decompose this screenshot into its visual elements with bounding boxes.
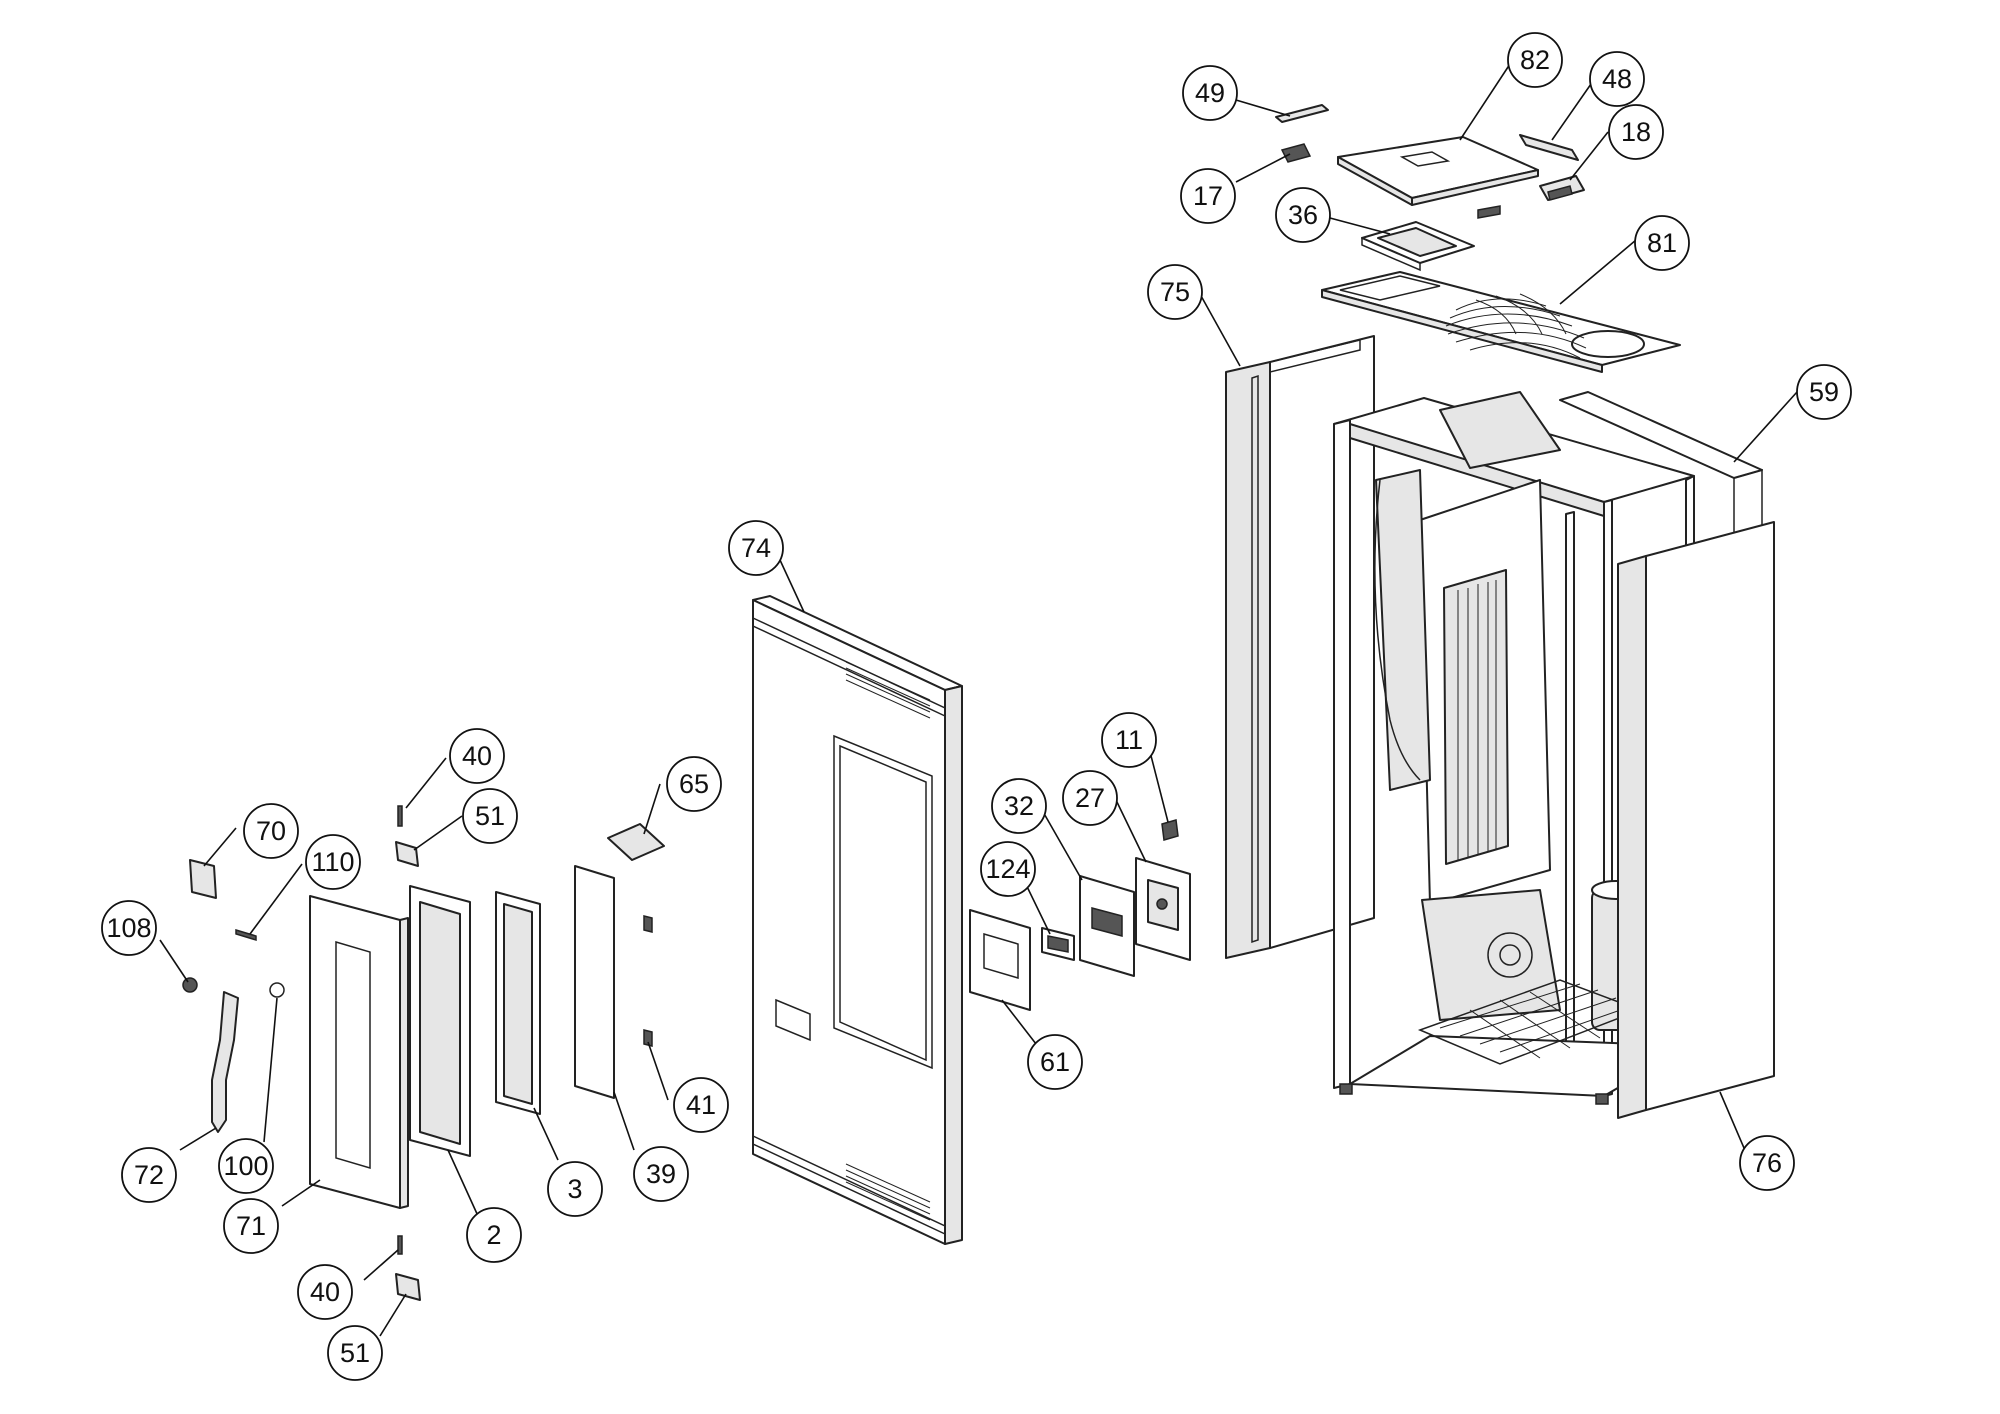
- svg-text:48: 48: [1602, 64, 1632, 94]
- callout-71: 71: [223, 1198, 279, 1254]
- control-board-part: [1135, 857, 1191, 961]
- callout-32: 32: [991, 778, 1047, 834]
- handle-part: [211, 991, 239, 1133]
- svg-text:2: 2: [486, 1220, 501, 1250]
- svg-text:18: 18: [1621, 117, 1651, 147]
- callout-72: 72: [121, 1147, 177, 1203]
- gasket-ring-part: [1361, 221, 1475, 272]
- door-part: [309, 895, 409, 1209]
- callout-39: 39: [633, 1146, 689, 1202]
- svg-text:82: 82: [1520, 45, 1550, 75]
- callout-75: 75: [1147, 264, 1203, 320]
- glass-panel-part: [574, 865, 615, 1099]
- callout-51-top: 51: [462, 788, 518, 844]
- svg-text:11: 11: [1115, 725, 1143, 755]
- bracket-part: [1519, 134, 1579, 161]
- callout-65: 65: [666, 756, 722, 812]
- callout-17: 17: [1180, 168, 1236, 224]
- svg-text:124: 124: [985, 854, 1030, 884]
- svg-text:75: 75: [1160, 277, 1190, 307]
- cover-plate-part: [969, 909, 1031, 1011]
- svg-text:41: 41: [686, 1090, 716, 1120]
- svg-text:51: 51: [475, 801, 505, 831]
- svg-text:108: 108: [106, 913, 151, 943]
- callout-3: 3: [547, 1161, 603, 1217]
- svg-text:32: 32: [1004, 791, 1034, 821]
- svg-text:27: 27: [1075, 783, 1105, 813]
- svg-text:39: 39: [646, 1159, 676, 1189]
- callout-100: 100: [218, 1138, 274, 1194]
- svg-text:65: 65: [679, 769, 709, 799]
- callout-41: 41: [673, 1077, 729, 1133]
- svg-text:100: 100: [223, 1151, 268, 1181]
- callout-82: 82: [1507, 32, 1563, 88]
- svg-text:17: 17: [1193, 181, 1223, 211]
- svg-text:110: 110: [311, 847, 354, 877]
- callout-11: 11: [1101, 712, 1157, 768]
- right-side-panel-part: [1617, 521, 1775, 1119]
- pin-part: [235, 928, 257, 942]
- hinge-bracket-part: [607, 823, 665, 861]
- callout-70: 70: [243, 803, 299, 859]
- front-panel-part: [752, 595, 963, 1245]
- washer-part: [269, 982, 285, 998]
- parts-drawing: [182, 104, 1775, 1301]
- callout-48: 48: [1589, 51, 1645, 107]
- bottom-screw-part: [397, 1235, 403, 1255]
- small-clip-part: [1161, 819, 1179, 841]
- svg-text:81: 81: [1647, 228, 1677, 258]
- svg-text:61: 61: [1040, 1047, 1070, 1077]
- callout-76: 76: [1739, 1135, 1795, 1191]
- bracket-bar-part: [1275, 104, 1329, 123]
- callout-74: 74: [728, 520, 784, 576]
- callout-18: 18: [1608, 104, 1664, 160]
- callout-124: 124: [980, 841, 1036, 897]
- top-hinge-part: [395, 841, 419, 867]
- callout-36: 36: [1275, 187, 1331, 243]
- top-plate-part: [1321, 271, 1681, 373]
- screw-part: [397, 805, 403, 827]
- top-cover-part: [1337, 136, 1539, 219]
- svg-text:49: 49: [1195, 78, 1225, 108]
- svg-text:59: 59: [1809, 377, 1839, 407]
- clip-part: [1280, 143, 1312, 163]
- callout-51-bottom: 51: [327, 1325, 383, 1381]
- callout-81: 81: [1634, 215, 1690, 271]
- callout-2: 2: [466, 1207, 522, 1263]
- bottom-hinge-part: [395, 1273, 421, 1301]
- callouts: 49 82 48 18 17 36 81 75 59 74 76 11 32 2…: [101, 32, 1852, 1381]
- svg-text:51: 51: [340, 1338, 370, 1368]
- svg-text:76: 76: [1752, 1148, 1782, 1178]
- svg-text:71: 71: [236, 1211, 266, 1241]
- hinge-part: [189, 859, 217, 899]
- callout-40-bottom: 40: [297, 1264, 353, 1320]
- svg-text:74: 74: [741, 533, 771, 563]
- svg-text:3: 3: [567, 1174, 582, 1204]
- callout-40-top: 40: [449, 728, 505, 784]
- callout-108: 108: [101, 900, 157, 956]
- gasket-frame-part: [495, 891, 541, 1115]
- callout-49: 49: [1182, 65, 1238, 121]
- callout-61: 61: [1027, 1034, 1083, 1090]
- svg-text:40: 40: [310, 1277, 340, 1307]
- svg-text:36: 36: [1288, 200, 1318, 230]
- svg-text:70: 70: [256, 816, 286, 846]
- callout-110: 110: [305, 834, 361, 890]
- svg-text:72: 72: [134, 1160, 164, 1190]
- callout-27: 27: [1062, 770, 1118, 826]
- door-frame-part: [409, 885, 471, 1157]
- callout-59: 59: [1796, 364, 1852, 420]
- svg-text:40: 40: [462, 741, 492, 771]
- display-board-part: [1079, 875, 1135, 977]
- knob-part: [182, 977, 198, 993]
